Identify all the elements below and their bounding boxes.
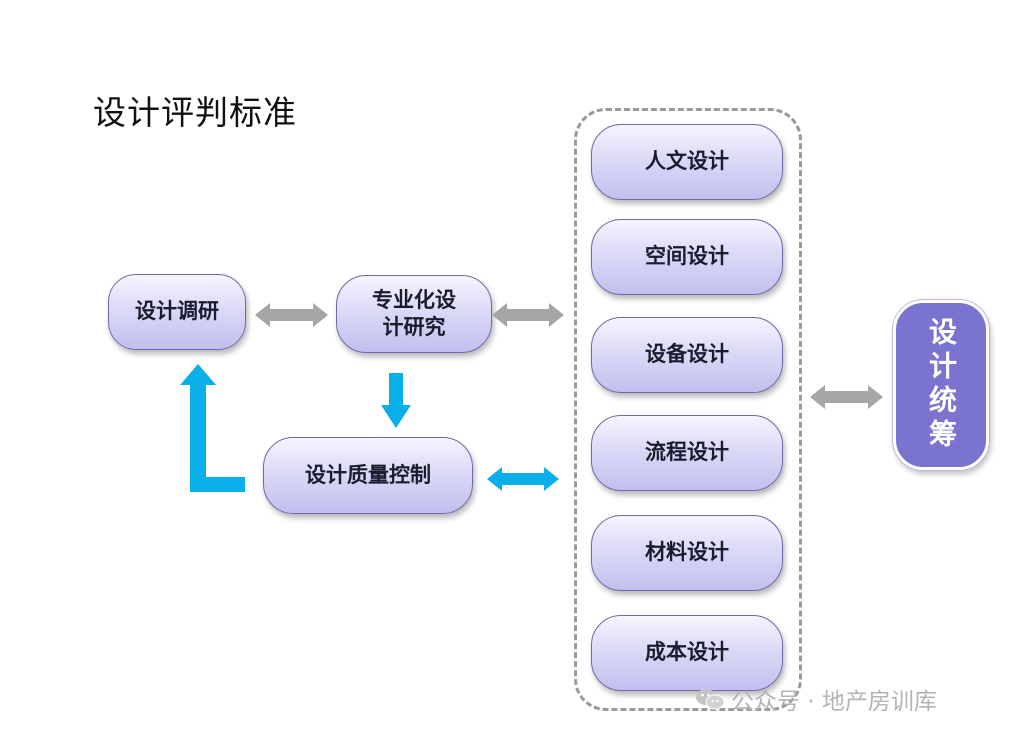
arrow-quality-group xyxy=(487,467,559,491)
item-process-design: 流程设计 xyxy=(591,415,783,491)
wechat-icon xyxy=(695,687,725,711)
node-design-coordination: 设计统筹 xyxy=(893,300,989,470)
item-humanities-design-label: 人文设计 xyxy=(645,149,729,174)
watermark: 公众号 · 地产房训库 xyxy=(695,682,937,716)
node-quality-control-label: 设计质量控制 xyxy=(305,462,431,487)
arrow-specialized-group xyxy=(492,303,564,327)
item-space-design: 空间设计 xyxy=(591,219,783,295)
item-space-design-label: 空间设计 xyxy=(645,244,729,269)
item-cost-design-label: 成本设计 xyxy=(645,640,729,665)
node-specialized-line2: 计研究 xyxy=(382,315,446,339)
node-specialized-research-label: 专业化设 计研究 xyxy=(372,287,456,342)
node-quality-control: 设计质量控制 xyxy=(263,437,473,514)
node-specialized-line1: 专业化设 xyxy=(372,287,456,312)
arrow-specialized-quality xyxy=(381,373,411,428)
item-equipment-design-label: 设备设计 xyxy=(645,342,729,367)
item-equipment-design: 设备设计 xyxy=(591,317,783,393)
node-design-research: 设计调研 xyxy=(108,274,246,350)
item-humanities-design: 人文设计 xyxy=(591,124,783,200)
watermark-text: 公众号 · 地产房训库 xyxy=(731,689,937,715)
item-process-design-label: 流程设计 xyxy=(645,440,729,465)
arrow-group-coordination xyxy=(810,385,883,409)
node-design-research-label: 设计调研 xyxy=(135,299,219,324)
node-specialized-research: 专业化设 计研究 xyxy=(336,275,492,353)
arrow-quality-research xyxy=(180,364,245,492)
item-material-design-label: 材料设计 xyxy=(645,540,729,565)
item-cost-design: 成本设计 xyxy=(591,615,783,691)
design-categories-group xyxy=(574,108,802,711)
page-title: 设计评判标准 xyxy=(93,93,297,132)
arrow-research-specialized xyxy=(255,303,328,327)
item-material-design: 材料设计 xyxy=(591,515,783,591)
node-design-coordination-label: 设计统筹 xyxy=(925,317,958,453)
